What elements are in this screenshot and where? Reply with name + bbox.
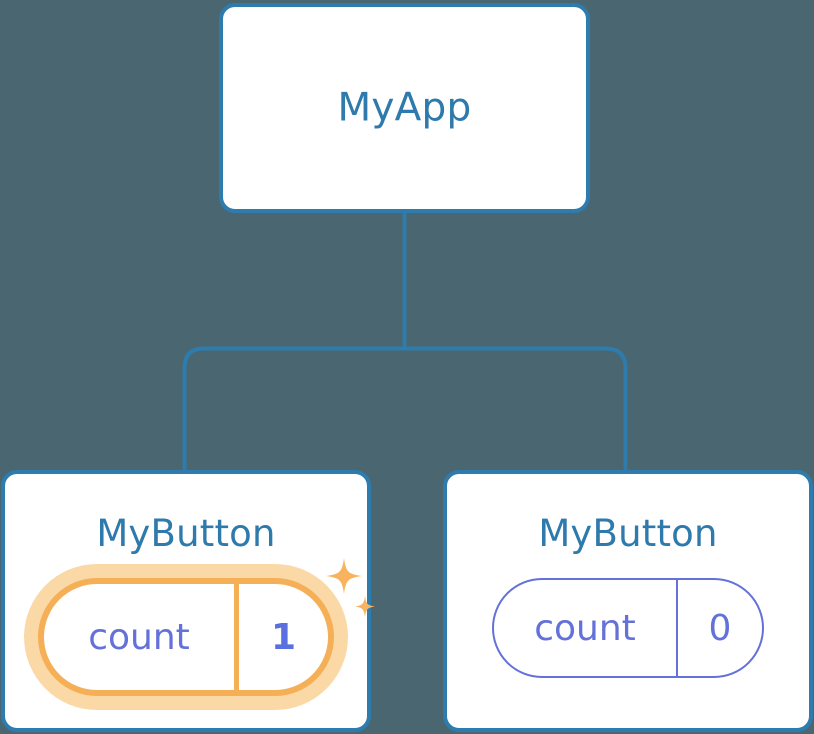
state-value: 0 (676, 580, 762, 676)
node-title: MyApp (337, 85, 472, 131)
state-key: count (88, 616, 190, 658)
node-title: MyButton (538, 512, 718, 555)
sparkle-small-icon (355, 596, 375, 617)
edge-branch-bar (182, 346, 628, 470)
node-root-myapp[interactable]: MyApp (219, 3, 590, 213)
state-pill-wrapper: count 0 (447, 578, 809, 678)
state-pill[interactable]: count 0 (492, 578, 764, 678)
state-pill[interactable]: count 1 (38, 578, 334, 696)
node-child-mybutton-1[interactable]: MyButton count 0 (443, 470, 813, 732)
sparkles-group (324, 556, 380, 626)
state-pill-highlighted[interactable]: count 1 (24, 558, 375, 710)
state-pill-wrapper: count 1 (5, 558, 375, 710)
state-pill-plain[interactable]: count 0 (492, 578, 764, 678)
state-key: count (534, 607, 636, 649)
sparkle-large-icon (326, 558, 362, 594)
node-child-mybutton-0[interactable]: MyButton count 1 (1, 470, 375, 732)
state-value: 1 (234, 584, 328, 690)
node-title: MyButton (96, 512, 276, 555)
